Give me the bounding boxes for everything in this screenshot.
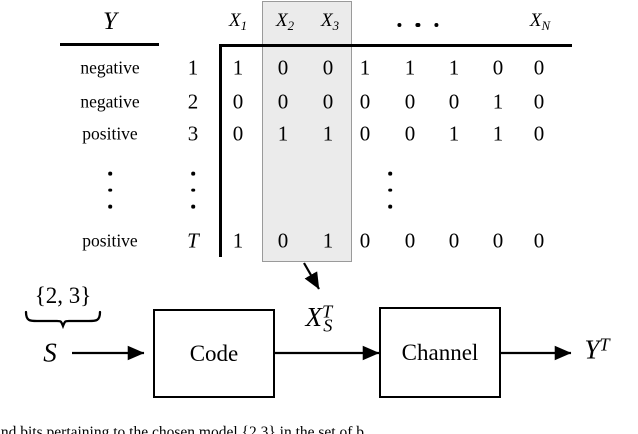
cell-r3-c6: 1	[448, 121, 460, 146]
highlight-columns-x2-x3	[262, 1, 352, 262]
cell-r2-c2: 0	[277, 89, 289, 114]
cell-r1-c1: 1	[232, 55, 244, 80]
cell-rt-c8: 0	[533, 228, 545, 253]
cell-r1-c7: 0	[492, 55, 504, 80]
table-vertical-rule	[219, 44, 222, 257]
matrix-ellipsis-icon	[388, 171, 392, 209]
underbrace-icon	[24, 310, 102, 330]
set-label: {2, 3}	[34, 283, 92, 308]
cell-r1-c6: 1	[448, 55, 460, 80]
selected-codeword-sub: S	[323, 315, 333, 336]
source-label: S	[43, 338, 57, 369]
cell-r2-c5: 0	[404, 89, 416, 114]
row-label-3: positive	[82, 123, 138, 144]
column-header-x3-base: X	[320, 10, 333, 32]
data-table: Y X1 X2 X3 XN negative 1 1 0 0 1 1 1 0 0	[60, 1, 572, 262]
row-label-1: negative	[80, 57, 140, 78]
cell-r3-c8: 0	[533, 121, 545, 146]
source-label-base: S	[43, 337, 57, 368]
selected-codeword-base: X	[305, 302, 323, 333]
cell-rt-c2: 0	[277, 228, 289, 253]
row-label-ellipsis-icon	[108, 171, 112, 209]
row-index-ellipsis-icon	[191, 171, 195, 209]
column-header-xn-sub: N	[541, 17, 551, 33]
cell-rt-c6: 0	[448, 228, 460, 253]
cell-r1-c2: 0	[277, 55, 289, 80]
cell-r3-c4: 0	[359, 121, 371, 146]
row-label-2: negative	[80, 91, 140, 112]
block-diagram: {2, 3} S Code	[0, 280, 638, 434]
row-index-3: 3	[187, 121, 199, 146]
column-header-x1-sub: 1	[240, 17, 248, 33]
output-label-base: Y	[584, 334, 600, 365]
cell-rt-c1: 1	[232, 228, 244, 253]
arrow-code-to-channel-icon	[275, 345, 380, 361]
cell-r2-c1: 0	[232, 89, 244, 114]
y-header-underline	[60, 43, 159, 46]
cell-rt-c5: 0	[404, 228, 416, 253]
cell-r2-c7: 1	[492, 89, 504, 114]
caption-fragment: and bits pertaining to the chosen model …	[0, 424, 365, 434]
cell-r2-c8: 0	[533, 89, 545, 114]
output-label-sup: T	[599, 334, 610, 355]
cell-rt-c3: 1	[322, 228, 334, 253]
row-label-t: positive	[82, 230, 138, 251]
table-header-rule	[219, 44, 572, 47]
highlight-to-xst-arrow-icon	[303, 262, 320, 290]
cell-r2-c6: 0	[448, 89, 460, 114]
cell-r1-c8: 0	[533, 55, 545, 80]
cell-r2-c3: 0	[322, 89, 334, 114]
row-index-2: 2	[187, 89, 199, 114]
column-header-x3: X3	[321, 10, 339, 34]
arrow-source-to-code-icon	[72, 345, 145, 361]
cell-rt-c7: 0	[492, 228, 504, 253]
block-code-label: Code	[189, 340, 239, 366]
cell-r2-c4: 0	[359, 89, 371, 114]
selected-codeword-label: XTS	[306, 302, 333, 337]
column-header-x2-base: X	[275, 10, 288, 32]
column-header-xn-base: X	[529, 10, 542, 32]
cell-r1-c3: 0	[322, 55, 334, 80]
block-code[interactable]: Code	[153, 309, 275, 398]
column-header-ellipsis-icon	[397, 14, 439, 32]
column-header-xn: XN	[530, 10, 550, 34]
output-label: YT	[584, 334, 609, 365]
block-channel[interactable]: Channel	[379, 307, 501, 398]
column-header-x2-sub: 2	[287, 17, 295, 33]
selected-codeword-sup: T	[322, 301, 333, 322]
cell-r3-c5: 0	[404, 121, 416, 146]
row-index-1: 1	[187, 55, 199, 80]
column-header-y: Y	[103, 8, 117, 35]
cell-r3-c7: 1	[492, 121, 504, 146]
block-channel-label: Channel	[401, 339, 479, 365]
cell-r3-c1: 0	[232, 121, 244, 146]
cell-r1-c4: 1	[359, 55, 371, 80]
cell-r1-c5: 1	[404, 55, 416, 80]
column-header-x2: X2	[276, 10, 294, 34]
column-header-x1: X1	[229, 10, 247, 34]
arrow-channel-to-output-icon	[501, 345, 572, 361]
cell-r3-c2: 1	[277, 121, 289, 146]
cell-rt-c4: 0	[359, 228, 371, 253]
column-header-x1-base: X	[228, 10, 241, 32]
row-index-t: T	[187, 228, 199, 253]
column-header-x3-sub: 3	[332, 17, 340, 33]
cell-r3-c3: 1	[322, 121, 334, 146]
